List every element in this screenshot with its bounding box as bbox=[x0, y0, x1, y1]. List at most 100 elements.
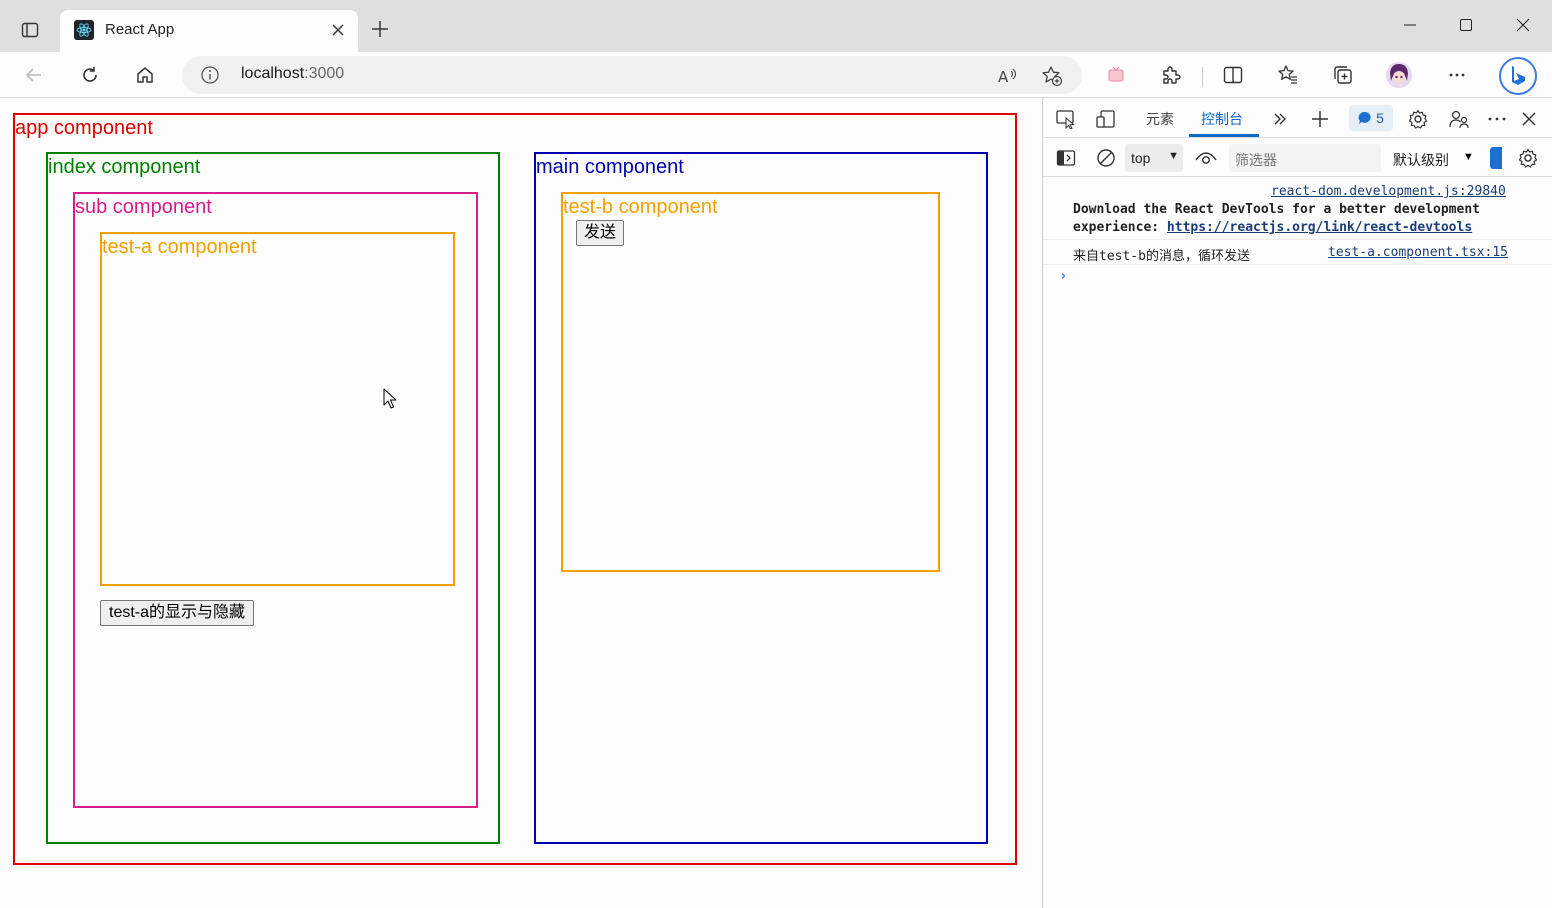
minimize-icon bbox=[1404, 24, 1416, 26]
add-favorite-button[interactable] bbox=[1040, 64, 1064, 88]
collections-button[interactable] bbox=[1327, 59, 1359, 91]
toggle-test-a-button[interactable]: test-a的显示与隐藏 bbox=[100, 600, 255, 626]
favorites-icon bbox=[1278, 65, 1297, 84]
extension-tv-icon bbox=[1108, 66, 1124, 82]
console-log-source[interactable]: test-a.component.tsx:15 bbox=[1328, 245, 1509, 260]
bing-icon bbox=[1499, 57, 1537, 95]
device-emulation-button[interactable] bbox=[1093, 106, 1119, 132]
new-tab-button[interactable] bbox=[366, 15, 394, 43]
log-level-select[interactable]: 默认级别 bbox=[1393, 152, 1449, 168]
maximize-button[interactable] bbox=[1450, 10, 1482, 40]
console-row-separator bbox=[1043, 239, 1552, 240]
console-log-message: 来自test-b的消息，循环发送 bbox=[1073, 249, 1250, 264]
maximize-icon bbox=[1460, 19, 1472, 31]
live-expression-button[interactable] bbox=[1193, 145, 1219, 171]
inspect-element-button[interactable] bbox=[1053, 106, 1079, 132]
tab-elements[interactable]: 元素 bbox=[1146, 111, 1174, 127]
index-component-label: index component bbox=[48, 156, 201, 178]
console-settings-button[interactable] bbox=[1515, 145, 1541, 171]
active-tab-indicator bbox=[1189, 134, 1259, 137]
close-icon bbox=[332, 24, 344, 36]
inspect-icon bbox=[1056, 110, 1075, 129]
tab-close-button[interactable] bbox=[326, 18, 350, 42]
console-message-source[interactable]: react-dom.development.js:29840 bbox=[1271, 184, 1506, 199]
home-icon bbox=[137, 67, 153, 83]
test-a-component: test-a component bbox=[100, 232, 455, 586]
address-bar[interactable]: localhost:3000 A bbox=[182, 56, 1082, 94]
tab-actions-button[interactable] bbox=[14, 14, 46, 46]
bing-copilot-button[interactable] bbox=[1498, 56, 1538, 96]
minimize-button[interactable] bbox=[1394, 10, 1426, 40]
console-row-separator bbox=[1043, 264, 1552, 265]
page-viewport: app component index component sub compon… bbox=[0, 98, 1042, 908]
context-select[interactable]: top ▼ bbox=[1125, 144, 1183, 172]
tab-react-app[interactable]: React App bbox=[60, 10, 358, 52]
read-aloud-button[interactable]: A bbox=[996, 64, 1020, 88]
collections-icon bbox=[1334, 66, 1352, 84]
back-button[interactable] bbox=[18, 59, 50, 91]
message-icon bbox=[1358, 111, 1371, 124]
extensions-button[interactable] bbox=[1155, 59, 1187, 91]
more-button[interactable] bbox=[1441, 59, 1473, 91]
clear-icon bbox=[1097, 149, 1115, 167]
refresh-button[interactable] bbox=[74, 59, 106, 91]
sidebar-layout-icon bbox=[21, 22, 39, 38]
close-icon bbox=[1516, 18, 1530, 32]
gear-icon bbox=[1518, 148, 1538, 168]
address-text[interactable]: localhost:3000 bbox=[241, 65, 344, 83]
more-horizontal-icon bbox=[1488, 117, 1506, 121]
mouse-cursor-icon bbox=[383, 388, 397, 409]
home-button[interactable] bbox=[129, 59, 161, 91]
issues-badge[interactable]: 5 bbox=[1349, 105, 1393, 131]
console-output: react-dom.development.js:29840 Download … bbox=[1043, 178, 1552, 908]
react-logo-icon bbox=[74, 20, 94, 40]
test-a-component-label: test-a component bbox=[102, 236, 257, 258]
devtools-customize-button[interactable] bbox=[1446, 106, 1472, 132]
console-filter-input[interactable]: 筛选器 bbox=[1229, 144, 1381, 172]
clear-console-button[interactable] bbox=[1093, 145, 1119, 171]
devtools-settings-button[interactable] bbox=[1405, 106, 1431, 132]
extension-button[interactable] bbox=[1100, 59, 1132, 91]
star-add-icon bbox=[1042, 66, 1063, 87]
caret-down-icon: ▼ bbox=[1463, 151, 1474, 163]
window-close-button[interactable] bbox=[1507, 10, 1539, 40]
issues-indicator[interactable] bbox=[1490, 147, 1502, 169]
main-component: main component test-b component 发送 bbox=[534, 152, 988, 844]
read-aloud-icon: A bbox=[998, 68, 1017, 86]
tab-console[interactable]: 控制台 bbox=[1201, 111, 1243, 127]
profile-button[interactable] bbox=[1383, 59, 1415, 91]
favorites-button[interactable] bbox=[1272, 59, 1304, 91]
console-message-prefix: experience: bbox=[1073, 220, 1167, 235]
plus-icon bbox=[1312, 111, 1328, 127]
devtools-link[interactable]: https://reactjs.org/link/react-devtools bbox=[1166, 220, 1473, 235]
main-component-label: main component bbox=[536, 156, 684, 178]
plus-icon bbox=[372, 21, 388, 37]
devtools-more-button[interactable] bbox=[1484, 106, 1510, 132]
index-component: index component sub component test-a com… bbox=[46, 152, 500, 844]
toolbar-separator bbox=[1202, 67, 1203, 87]
console-sidebar-button[interactable] bbox=[1053, 145, 1079, 171]
avatar bbox=[1386, 62, 1412, 88]
test-b-component-label: test-b component bbox=[563, 196, 718, 218]
address-host: localhost bbox=[241, 65, 305, 82]
svg-text:A: A bbox=[998, 68, 1009, 86]
arrow-left-icon bbox=[25, 68, 41, 82]
gear-icon bbox=[1408, 109, 1428, 129]
add-tool-button[interactable] bbox=[1307, 106, 1333, 132]
title-bar: React App bbox=[0, 0, 1552, 52]
app-component: app component index component sub compon… bbox=[13, 113, 1017, 865]
console-toolbar: top ▼ 筛选器 默认级别 ▼ bbox=[1043, 139, 1552, 177]
more-tabs-button[interactable] bbox=[1267, 106, 1293, 132]
console-prompt[interactable]: › bbox=[1059, 268, 1068, 284]
sub-component-label: sub component bbox=[75, 196, 212, 218]
issues-count: 5 bbox=[1376, 110, 1384, 126]
more-horizontal-icon bbox=[1449, 73, 1465, 77]
devtools-panel: 元素 控制台 5 bbox=[1042, 98, 1552, 908]
eye-icon bbox=[1195, 152, 1217, 164]
devtools-close-button[interactable] bbox=[1516, 106, 1542, 132]
split-screen-button[interactable] bbox=[1217, 59, 1249, 91]
info-icon[interactable] bbox=[200, 65, 220, 85]
send-button[interactable]: 发送 bbox=[576, 220, 625, 246]
close-icon bbox=[1522, 112, 1536, 126]
